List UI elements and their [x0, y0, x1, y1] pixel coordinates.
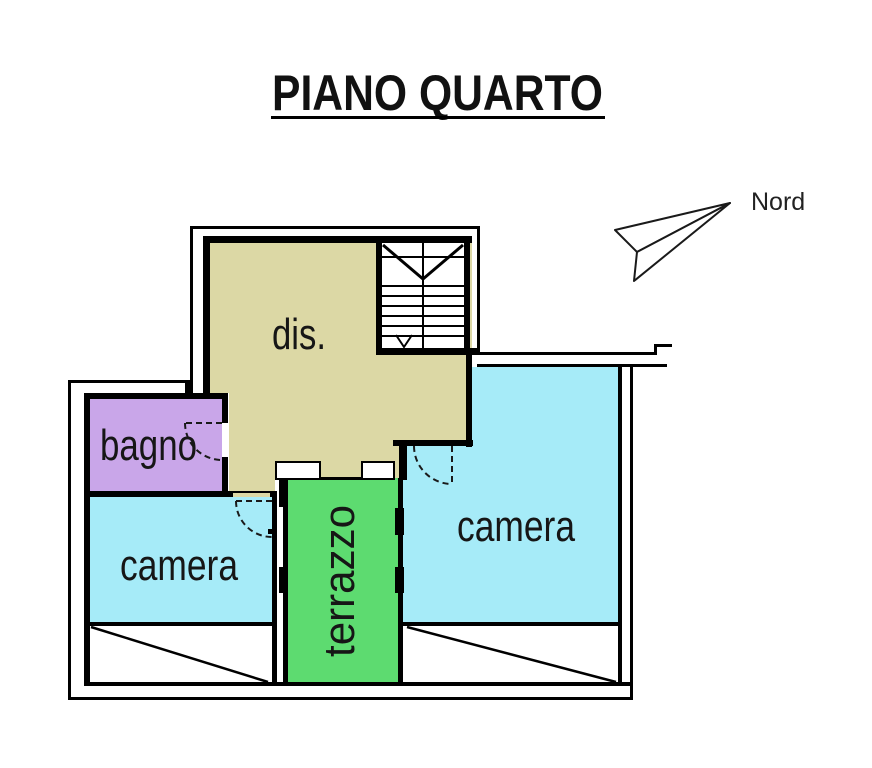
wall-segment [84, 491, 233, 497]
wall-segment [68, 380, 193, 383]
wall-segment [84, 682, 630, 686]
room-label-bagno: bagno [100, 421, 197, 470]
wall-segment [270, 491, 277, 497]
terrazzo-pier [395, 508, 404, 535]
wall-segment [190, 226, 193, 383]
party-wall-end [654, 344, 657, 355]
wall-segment [84, 622, 277, 626]
hatch-diagonal-left [90, 625, 269, 684]
hatch-areas [90, 625, 617, 684]
room-label-dis: dis. [272, 310, 326, 359]
window-jamb [275, 461, 321, 480]
terrazzo-threshold [320, 477, 362, 480]
wall-segment [68, 697, 633, 700]
wall-segment [272, 497, 277, 682]
wall-segment [222, 393, 228, 423]
wall-segment [376, 243, 382, 355]
wall-segment [190, 226, 480, 229]
wall-segment [403, 622, 621, 626]
party-wall-line [477, 352, 657, 355]
north-compass: Nord [614, 188, 805, 282]
window-jamb [361, 461, 395, 480]
stair-flight-diagonal [422, 243, 464, 281]
wall-segment [185, 380, 193, 396]
inner-walls [84, 236, 621, 686]
room-camera-right [403, 367, 618, 623]
party-wall-line [477, 364, 667, 367]
north-arrow-icon [633, 202, 731, 282]
staircase [382, 243, 464, 349]
title-underline [271, 116, 605, 119]
room-label-camera-left: camera [120, 541, 238, 590]
wall-segment [203, 236, 472, 243]
wall-segment [203, 236, 210, 393]
terrazzo-pier [279, 567, 288, 593]
room-terrazzo [287, 478, 399, 683]
terrazzo-pier [395, 567, 404, 593]
door-jamb [268, 529, 277, 534]
room-label-camera-right: camera [457, 502, 575, 551]
wall-segment [376, 348, 480, 355]
page-title: PIANO QUARTO [272, 65, 603, 121]
wall-segment [84, 393, 90, 684]
wall-segment [464, 236, 470, 355]
terrazzo-pier [279, 480, 288, 507]
room-bagno [90, 399, 222, 492]
wall-segment [618, 364, 622, 682]
room-label-terrazzo: terrazzo [315, 505, 364, 657]
wall-segment [393, 440, 473, 446]
wall-segment [399, 440, 407, 480]
wall-segment [222, 457, 228, 497]
door-arc-camera-right [413, 445, 453, 485]
room-camera-left [90, 497, 273, 623]
wall-segment [477, 226, 480, 355]
wall-segment [84, 393, 228, 399]
outer-walls [68, 226, 672, 700]
title-block: PIANO QUARTO [271, 65, 605, 121]
doors [184, 422, 453, 538]
door-arc-bagno [184, 422, 223, 461]
wall-segment [466, 355, 472, 447]
stair-direction-arrow [395, 334, 413, 349]
wall-segment [68, 380, 71, 700]
wall-segment [630, 364, 633, 700]
room-labels: dis. bagno camera camera terrazzo [100, 310, 575, 657]
door-head-line [233, 491, 272, 493]
hatch-diagonal-right [406, 625, 617, 684]
stair-flight-diagonal [382, 243, 424, 281]
door-arc-camera-left [235, 500, 273, 538]
north-label: Nord [751, 188, 805, 216]
party-wall-end [654, 344, 672, 347]
